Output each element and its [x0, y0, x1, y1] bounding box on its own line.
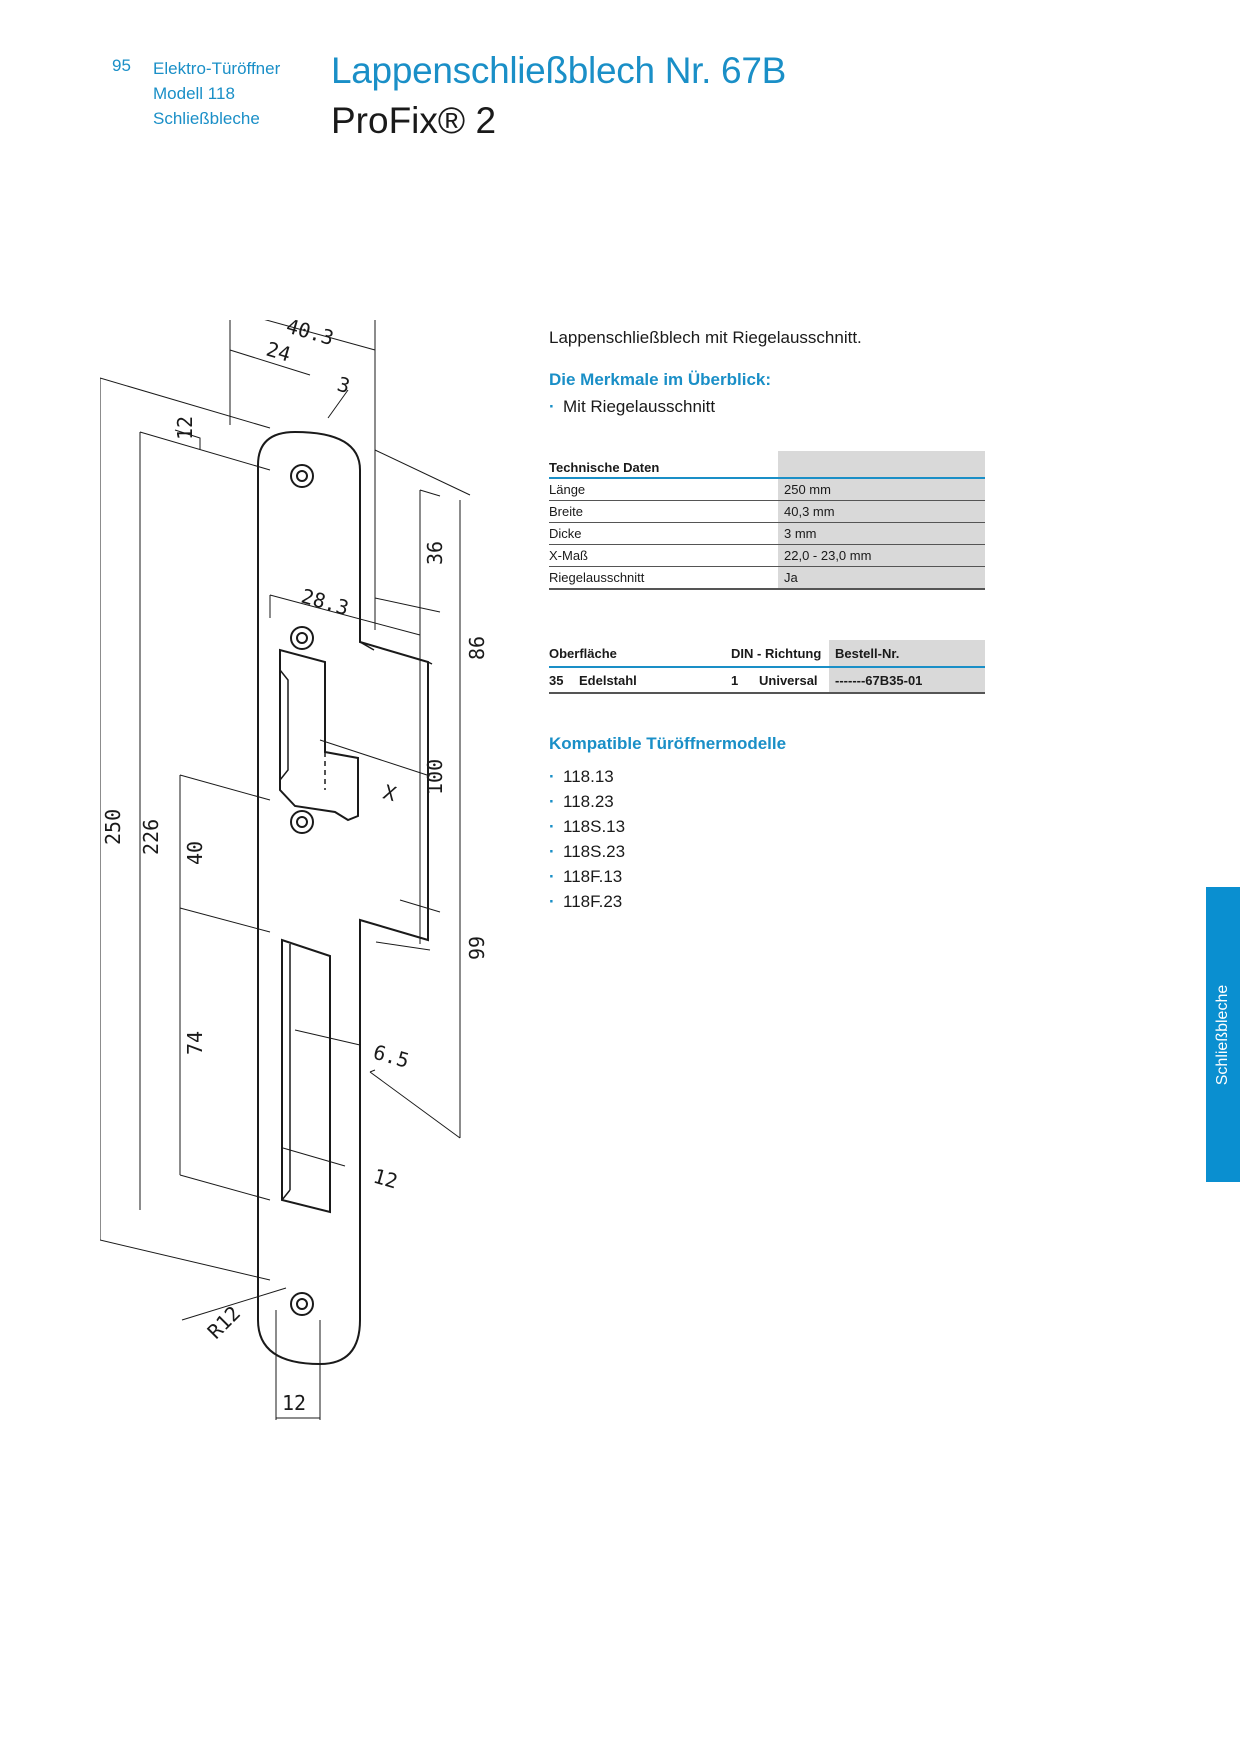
table-row: 35 Edelstahl 1 Universal -------67B35-01 [549, 667, 985, 694]
dim-12-bottom: 12 [282, 1391, 306, 1415]
order-header-din: DIN - Richtung [731, 640, 829, 668]
lower-slot [281, 938, 331, 1214]
hole-upper-mid [290, 626, 314, 650]
section-side-tab[interactable]: Schließbleche [1206, 887, 1240, 1182]
tech-table-header: Technische Daten [549, 451, 778, 479]
dim-total-length: 250 [101, 809, 125, 845]
features-list: Mit Riegelausschnitt [549, 394, 985, 419]
dim-40: 40 [183, 841, 207, 865]
dim-12-lower: 12 [371, 1164, 401, 1194]
dim-6-5: 6.5 [371, 1040, 412, 1073]
section-line-2: Modell 118 [153, 84, 235, 103]
side-tab-label: Schließbleche [1214, 984, 1231, 1085]
dim-thickness: 3 [335, 372, 353, 398]
list-item: Mit Riegelausschnitt [549, 394, 985, 419]
plate-outline [257, 430, 429, 1366]
list-item: 118.23 [549, 789, 985, 814]
technical-drawing: 40.3 24 3 12 250 226 36 86 100 99 28.3 X… [100, 320, 489, 1420]
dim-74: 74 [183, 1031, 207, 1055]
bolt-cutout [279, 648, 359, 822]
intro-text: Lappenschließblech mit Riegelausschnitt. [549, 328, 862, 347]
dim-28: 28.3 [299, 584, 352, 620]
section-line-3: Schließbleche [153, 109, 260, 128]
dim-hole-spacing: 226 [139, 819, 163, 855]
hole-lower-mid [290, 810, 314, 834]
list-item: 118S.23 [549, 839, 985, 864]
info-column: Lappenschließblech mit Riegelausschnitt.… [549, 328, 985, 914]
dim-86: 86 [465, 636, 489, 660]
dim-100: 100 [423, 759, 447, 795]
page-title: Lappenschließblech Nr. 67B [331, 50, 786, 91]
features-heading: Die Merkmale im Überblick: [549, 370, 772, 389]
order-header-surface: Oberfläche [549, 640, 731, 668]
compat-list: 118.13 118.23 118S.13 118S.23 118F.13 11… [549, 764, 985, 914]
list-item: 118.13 [549, 764, 985, 789]
list-item: 118F.23 [549, 889, 985, 914]
hole-bottom [290, 1292, 314, 1316]
compat-heading: Kompatible Türöffnermodelle [549, 734, 787, 753]
dim-99: 99 [465, 936, 489, 960]
section-line-1: Elektro-Türöffner [153, 59, 281, 78]
list-item: 118S.13 [549, 814, 985, 839]
dim-36: 36 [423, 541, 447, 565]
order-table: Oberfläche DIN - Richtung Bestell-Nr. 35… [549, 640, 985, 694]
page-subtitle: ProFix® 2 [331, 100, 497, 141]
dim-top-offset: 12 [173, 416, 197, 440]
list-item: 118F.13 [549, 864, 985, 889]
page-number: 95 [112, 56, 131, 75]
section-breadcrumb: Elektro-Türöffner Modell 118 Schließblec… [153, 56, 280, 131]
dim-x: X [381, 780, 399, 806]
order-header-number: Bestell-Nr. [829, 640, 985, 668]
hole-top [290, 464, 314, 488]
dim-radius: R12 [203, 1301, 246, 1344]
